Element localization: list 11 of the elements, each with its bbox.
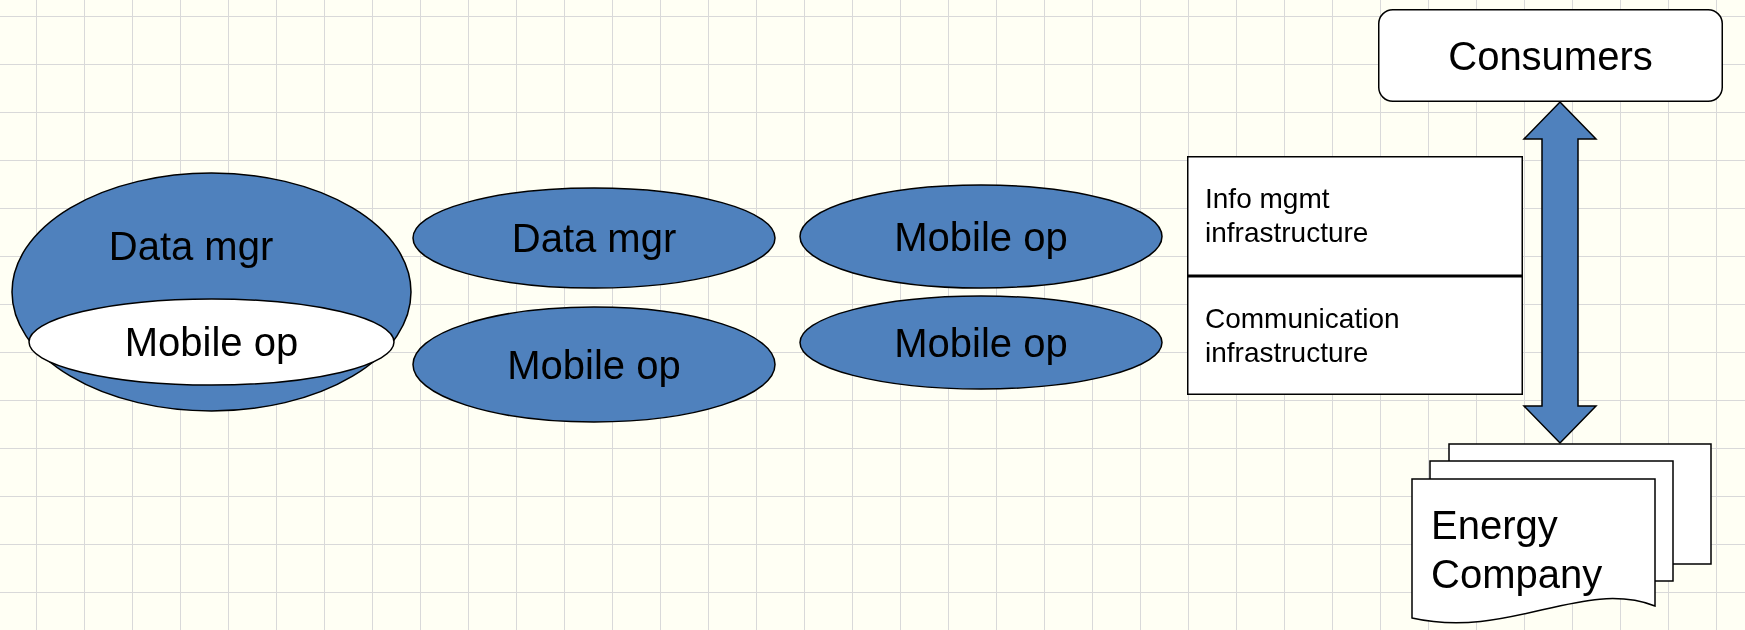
node-label: Info mgmt infrastructure	[1205, 181, 1370, 250]
node-label: Mobile op	[124, 318, 299, 366]
node-label: Data mgr	[107, 223, 275, 270]
node-label: Communication infrastructure	[1205, 301, 1401, 370]
node-label: Data mgr	[511, 214, 677, 262]
node-label: Consumers	[1448, 32, 1653, 80]
node-label: Mobile op	[894, 213, 1068, 261]
node-label: Energy Company	[1431, 502, 1604, 598]
node-label: Mobile op	[507, 341, 681, 389]
node-label: Mobile op	[894, 319, 1068, 367]
double-block-arrow	[1522, 100, 1598, 445]
